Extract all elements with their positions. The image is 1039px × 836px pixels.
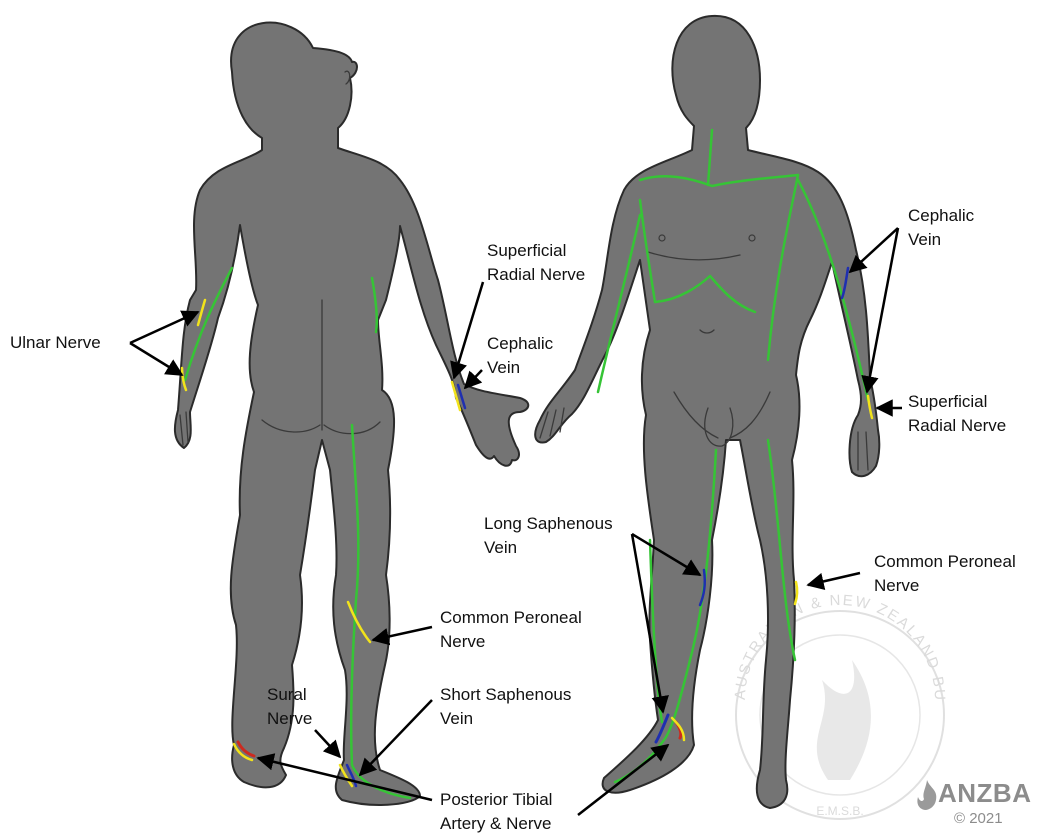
arrow-superficial-radial-back: [454, 282, 483, 378]
arrow-sural: [315, 730, 340, 757]
arrow-common-peroneal-front: [808, 573, 860, 585]
watermark-bottom-text: E.M.S.B.: [816, 804, 863, 818]
label-cephalic-vein-front: Cephalic Vein: [908, 204, 974, 252]
label-ulnar-nerve: Ulnar Nerve: [10, 331, 101, 355]
label-superficial-radial-nerve-back: Superficial Radial Nerve: [487, 239, 585, 287]
label-short-saphenous-vein: Short Saphenous Vein: [440, 683, 571, 731]
label-sural-nerve: Sural Nerve: [267, 683, 312, 731]
label-cephalic-vein-back: Cephalic Vein: [487, 332, 553, 380]
label-common-peroneal-nerve-back: Common Peroneal Nerve: [440, 606, 582, 654]
arrow-cephalic-back: [465, 370, 482, 388]
copyright-text: © 2021: [954, 810, 1003, 827]
logo-text: ANZBA: [938, 778, 1032, 809]
label-superficial-radial-nerve-front: Superficial Radial Nerve: [908, 390, 1006, 438]
arrow-ulnar-lower: [130, 343, 182, 375]
flame-icon: [916, 780, 938, 810]
label-common-peroneal-nerve-front: Common Peroneal Nerve: [874, 550, 1016, 598]
anzba-logo: ANZBA © 2021: [916, 778, 1036, 832]
label-long-saphenous-vein: Long Saphenous Vein: [484, 512, 613, 560]
label-posterior-tibial: Posterior Tibial Artery & Nerve: [440, 788, 552, 836]
